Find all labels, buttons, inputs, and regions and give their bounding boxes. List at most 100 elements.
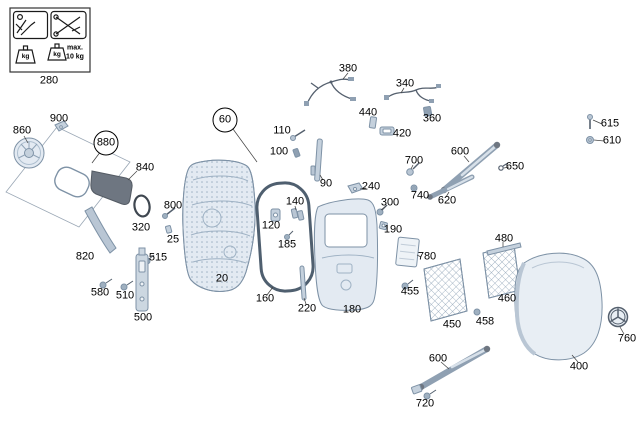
part-hinge-strip-90 (310, 138, 323, 182)
part-bolt-720 (423, 389, 437, 400)
callout-25[interactable]: 25 (166, 233, 180, 246)
part-hinge-arm-620 (427, 174, 475, 200)
callout-60[interactable]: 60 (212, 107, 238, 133)
part-strip-220 (299, 265, 307, 301)
part-applique-840 (90, 170, 133, 205)
part-clip-25 (165, 225, 173, 234)
part-trim-strip-820 (84, 206, 117, 254)
part-screw-615 (587, 114, 593, 129)
callout-610[interactable]: 610 (602, 134, 622, 147)
part-bolt-458 (473, 308, 481, 316)
callout-720[interactable]: 720 (415, 397, 435, 410)
callout-740[interactable]: 740 (410, 189, 430, 202)
part-bracket-900 (54, 120, 69, 132)
restrictions-box (9, 7, 91, 73)
callout-300[interactable]: 300 (380, 196, 400, 209)
part-gas-strut-lower (410, 345, 491, 395)
callout-240[interactable]: 240 (361, 180, 381, 193)
part-screw-510 (120, 280, 134, 291)
callout-880[interactable]: 880 (93, 130, 119, 156)
parts-layer (13, 77, 629, 400)
part-nut-740 (410, 184, 418, 192)
part-connector-360 (423, 106, 433, 117)
callout-580[interactable]: 580 (90, 286, 110, 299)
callout-90[interactable]: 90 (319, 177, 333, 190)
part-wiring-harness-340 (384, 84, 441, 103)
callout-190[interactable]: 190 (383, 223, 403, 236)
callout-180[interactable]: 180 (342, 303, 362, 316)
part-panel-780 (395, 236, 420, 268)
callout-480[interactable]: 480 (494, 232, 514, 245)
part-spare-wheel (13, 137, 45, 169)
callout-458[interactable]: 458 (475, 315, 495, 328)
part-screw-110 (290, 129, 306, 141)
callout-820[interactable]: 820 (75, 250, 95, 263)
callout-780[interactable]: 780 (417, 250, 437, 263)
part-screw-185 (284, 230, 294, 240)
cutters-icon (50, 10, 87, 40)
part-grommet-320 (133, 194, 151, 218)
part-bracket-240 (347, 182, 364, 194)
star-emblem-icon (607, 306, 629, 328)
part-window-frame-panel-180 (313, 198, 379, 311)
part-hinge-140 (290, 208, 305, 221)
part-striker-420 (379, 126, 395, 136)
part-lock-bracket-500 (135, 247, 149, 312)
max-load-value: 10 kg (66, 53, 84, 61)
part-bracket-440 (368, 116, 378, 129)
callout-860[interactable]: 860 (12, 124, 32, 137)
kg-label-left: kg (21, 52, 30, 60)
callout-760[interactable]: 760 (617, 332, 637, 345)
callout-615[interactable]: 615 (600, 117, 620, 130)
callout-360[interactable]: 360 (422, 112, 442, 125)
callout-140[interactable]: 140 (285, 195, 305, 208)
part-wiring-harness-380 (304, 77, 356, 106)
part-clip-190 (378, 221, 388, 231)
part-bolt-455 (401, 279, 414, 290)
callout-220[interactable]: 220 (297, 302, 317, 315)
callout-510[interactable]: 510 (115, 289, 135, 302)
callout-20[interactable]: 20 (215, 272, 229, 285)
callout-420[interactable]: 420 (392, 127, 412, 140)
part-corner-seal (54, 166, 90, 198)
callout-700[interactable]: 700 (404, 154, 424, 167)
part-screw-580 (99, 278, 113, 289)
callout-900[interactable]: 900 (49, 112, 69, 125)
part-inner-panel-20 (182, 159, 256, 292)
callout-280[interactable]: 280 (39, 74, 59, 87)
callout-455[interactable]: 455 (400, 285, 420, 298)
callout-650[interactable]: 650 (505, 160, 525, 173)
callout-460[interactable]: 460 (497, 292, 517, 305)
part-clip-650 (498, 162, 509, 171)
callout-400[interactable]: 400 (569, 360, 589, 373)
part-screw-800 (162, 207, 176, 219)
callout-380[interactable]: 380 (338, 62, 358, 75)
callout-185[interactable]: 185 (277, 238, 297, 251)
max-load-label: max. (67, 44, 83, 52)
callout-600-upper[interactable]: 600 (450, 145, 470, 158)
kg-label-right: kg (53, 50, 61, 58)
callout-450[interactable]: 450 (442, 318, 462, 331)
callout-440[interactable]: 440 (358, 106, 378, 119)
part-cargo-net-460 (482, 244, 521, 299)
callout-320[interactable]: 320 (131, 221, 151, 234)
callout-100[interactable]: 100 (269, 145, 289, 158)
callout-160[interactable]: 160 (255, 292, 275, 305)
callout-340[interactable]: 340 (395, 77, 415, 90)
tools-icon (12, 10, 49, 40)
callout-110[interactable]: 110 (273, 124, 291, 137)
part-outer-shell-400 (514, 252, 603, 361)
part-clip-100 (292, 147, 301, 158)
callout-620[interactable]: 620 (437, 194, 457, 207)
callout-600-lower[interactable]: 600 (428, 352, 448, 365)
callout-500[interactable]: 500 (133, 311, 153, 324)
part-nut-610 (586, 136, 594, 144)
callout-515[interactable]: 515 (148, 251, 168, 264)
callout-120[interactable]: 120 (261, 219, 281, 232)
callout-840[interactable]: 840 (135, 161, 155, 174)
part-strip-480 (486, 242, 522, 256)
callout-800[interactable]: 800 (163, 199, 183, 212)
part-cargo-net-450 (423, 258, 468, 322)
part-door-seal-160 (255, 181, 315, 293)
